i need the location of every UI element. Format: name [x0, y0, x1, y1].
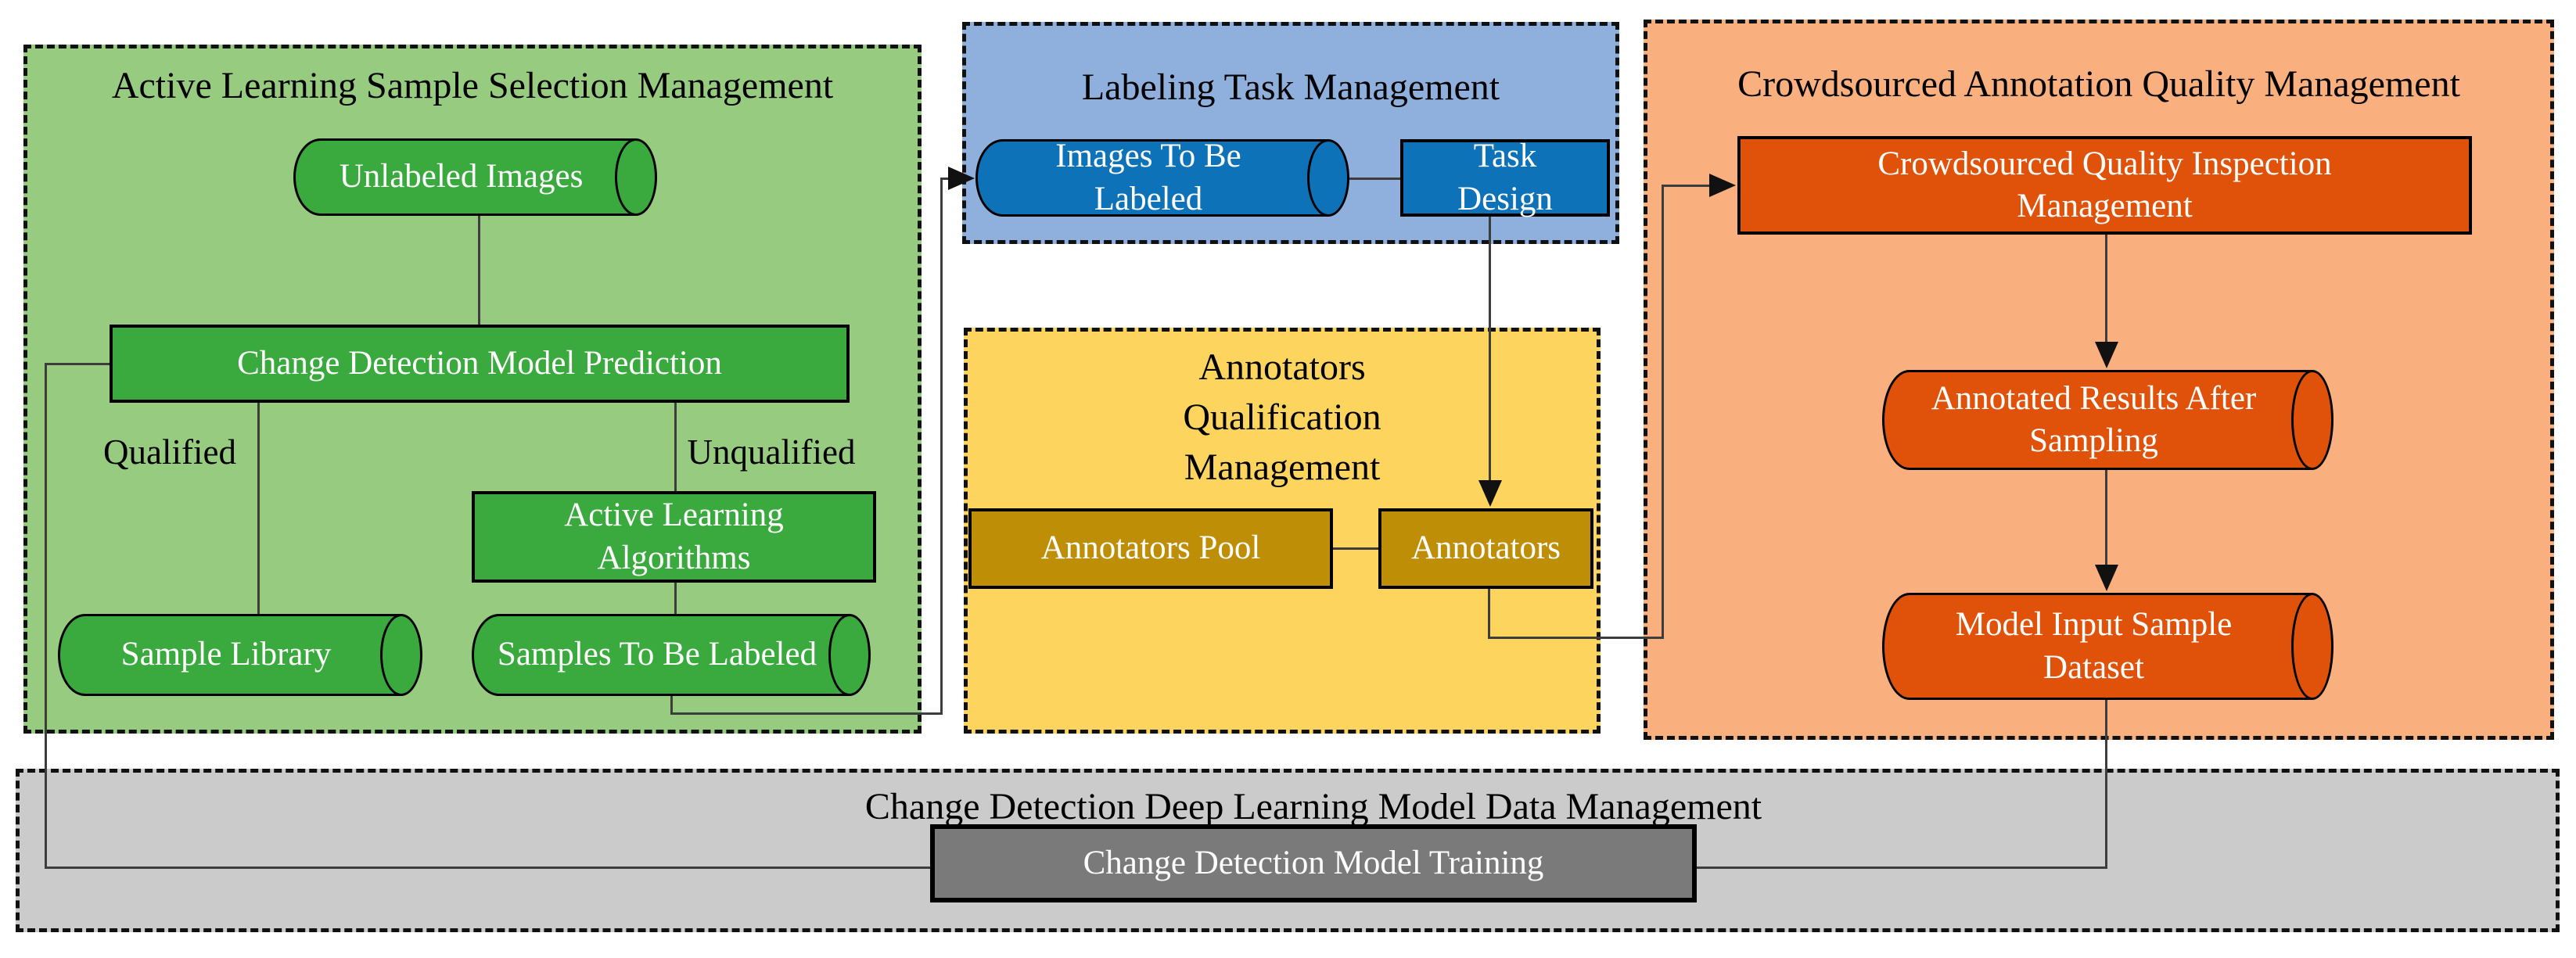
cylinder-cap — [615, 138, 657, 216]
cylinder-body — [1882, 370, 2312, 470]
node-sample-library: Sample Library — [58, 614, 422, 696]
node-crowdsourced-quality-inspection: Crowdsourced Quality Inspection Manageme… — [1737, 136, 2472, 235]
cylinder-body — [1882, 593, 2312, 700]
connector-annotators-down — [1488, 589, 1490, 638]
connector-gap-up — [940, 178, 943, 715]
connector-orange-up — [1662, 185, 1664, 639]
connector-annotators-right — [1488, 637, 1664, 639]
cylinder-cap — [380, 614, 422, 696]
connector-pool-to-annotators — [1333, 547, 1378, 550]
connector-results-to-dataset — [2105, 469, 2107, 566]
connector-dataset-down — [2105, 699, 2107, 868]
node-samples-to-be-labeled: Samples To Be Labeled — [472, 614, 871, 696]
cylinder-cap — [2291, 593, 2333, 700]
connector-left-drop — [45, 363, 47, 868]
panel-title-active-learning: Active Learning Sample Selection Managem… — [111, 65, 834, 106]
node-annotators: Annotators — [1378, 508, 1593, 589]
node-label: Task Design — [1457, 138, 1553, 217]
node-model-input-sample-dataset: Model Input Sample Dataset — [1882, 593, 2333, 700]
node-label: Annotators Pool — [1040, 529, 1261, 567]
connector-algorithms-to-samples — [674, 583, 677, 614]
connector-unlabeled-to-prediction — [478, 216, 480, 325]
node-label: Crowdsourced Quality Inspection Manageme… — [1877, 145, 2332, 224]
cylinder-cap — [828, 614, 871, 696]
node-label: Change Detection Model Prediction — [237, 344, 722, 382]
cylinder-body — [58, 614, 401, 696]
connector-left-to-training — [45, 867, 930, 869]
connector-unqualified — [674, 403, 677, 491]
cylinder-body — [975, 139, 1328, 217]
edge-label-qualified: Qualified — [103, 432, 236, 472]
connector-taskdesign-down — [1489, 217, 1491, 483]
arrowhead-into-inspection — [1709, 174, 1736, 197]
node-label: Active Learning Algorithms — [564, 497, 784, 576]
edge-label-unqualified: Unqualified — [687, 432, 856, 472]
connector-into-inspection — [1662, 185, 1711, 187]
panel-title-model-data: Change Detection Deep Learning Model Dat… — [864, 786, 1762, 827]
node-images-to-be-labeled: Images To Be Labeled — [975, 138, 1349, 217]
connector-inspection-to-results — [2105, 235, 2107, 344]
node-label: Annotators — [1410, 529, 1561, 567]
panel-title-crowdsourced-quality: Crowdsourced Annotation Quality Manageme… — [1737, 63, 2460, 105]
node-change-detection-model-training: Change Detection Model Training — [930, 824, 1697, 902]
panel-title-annotators-qualification: Annotators Qualification Management — [1183, 346, 1381, 488]
arrowhead-into-annotators — [1478, 480, 1502, 507]
node-task-design: Task Design — [1400, 138, 1610, 217]
node-label: Change Detection Model Training — [1083, 844, 1544, 881]
connector-samples-drop — [670, 694, 673, 714]
node-active-learning-algorithms: Active Learning Algorithms — [472, 491, 876, 583]
node-label: Sample Library — [120, 636, 332, 673]
node-unlabeled-images: Unlabeled Images — [293, 138, 657, 216]
cylinder-cap — [1307, 139, 1349, 217]
cylinder-body — [293, 138, 636, 216]
node-annotators-pool: Annotators Pool — [968, 508, 1333, 589]
connector-images-to-taskdesign — [1349, 178, 1400, 180]
connector-training-right — [1697, 867, 2107, 869]
connector-into-images — [940, 178, 951, 180]
node-annotated-results-after-sampling: Annotated Results After Sampling — [1882, 370, 2333, 470]
node-label: Unlabeled Images — [339, 158, 584, 196]
connector-samples-horizontal — [670, 712, 943, 715]
arrowhead-into-images — [948, 167, 975, 190]
node-label: Model Input Sample Dataset — [1955, 606, 2233, 686]
arrowhead-into-results — [2095, 342, 2118, 368]
connector-prediction-left — [45, 363, 110, 365]
cylinder-body — [472, 614, 850, 696]
panel-title-labeling-task: Labeling Task Management — [1081, 66, 1500, 108]
cylinder-cap — [2291, 370, 2333, 470]
connector-qualified — [257, 403, 260, 614]
node-change-detection-model-prediction: Change Detection Model Prediction — [110, 325, 850, 403]
node-label: Annotated Results After Sampling — [1931, 379, 2257, 459]
arrowhead-into-dataset — [2095, 565, 2118, 591]
node-label: Samples To Be Labeled — [497, 636, 817, 673]
node-label: Images To Be Labeled — [1055, 138, 1241, 217]
